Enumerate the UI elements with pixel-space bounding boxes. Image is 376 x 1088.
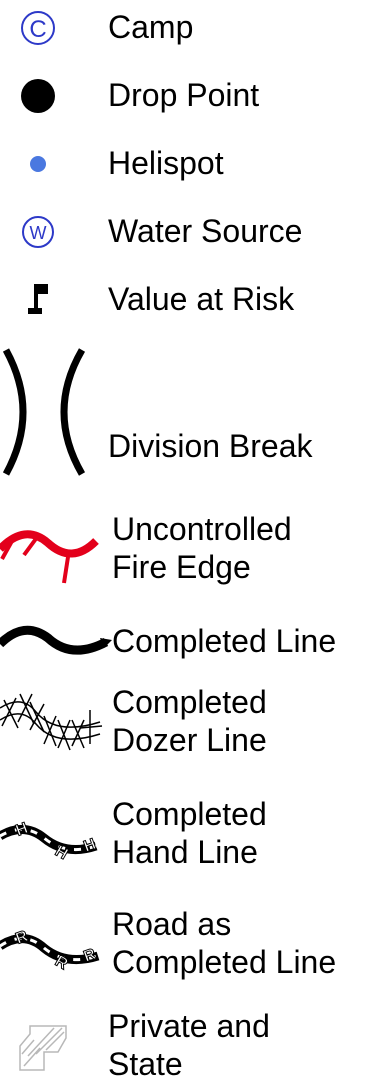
legend-item-helispot: Helispot — [0, 136, 376, 196]
legend-item-private-and-state: Private and State — [0, 1008, 376, 1088]
road-as-completed-line-icon: R R R — [0, 927, 100, 974]
legend-label-division-break: Division Break — [108, 428, 313, 464]
completed-line-icon — [0, 625, 112, 655]
value-at-risk-icon — [28, 284, 48, 314]
legend-item-water-source: W Water Source — [0, 204, 376, 264]
legend-label-private-and-state-line-1: Private and — [108, 1008, 270, 1044]
drop-point-icon — [21, 79, 55, 113]
legend-label-completed-hand-line-line-2: Hand Line — [112, 834, 258, 870]
legend-label-water-source: Water Source — [108, 213, 303, 249]
legend-label-road-as-completed-line-line-1: Road as — [112, 906, 232, 942]
completed-hand-line-icon: H H H — [0, 819, 99, 864]
camp-icon: C — [21, 11, 55, 45]
legend-item-completed-line: Completed Line — [0, 612, 376, 672]
legend-label-completed-line: Completed Line — [112, 623, 337, 659]
completed-dozer-line-icon — [0, 693, 103, 751]
legend-item-camp: C Camp — [0, 0, 376, 60]
private-and-state-icon — [19, 1025, 67, 1071]
svg-text:C: C — [29, 16, 46, 43]
water-source-icon: W — [22, 216, 54, 248]
legend-label-helispot: Helispot — [108, 145, 224, 181]
legend-item-value-at-risk: Value at Risk — [0, 272, 376, 332]
legend-label-uncontrolled-fire-edge-line-2: Fire Edge — [112, 549, 251, 585]
hand-line-glyph: H — [14, 820, 31, 840]
legend-item-division-break: Division Break — [0, 340, 376, 485]
helispot-icon — [30, 156, 46, 172]
legend-label-road-as-completed-line-line-2: Completed Line — [112, 944, 337, 980]
legend-item-completed-dozer-line: Completed Dozer Line — [0, 680, 376, 780]
uncontrolled-fire-edge-icon — [0, 530, 99, 584]
legend-label-completed-hand-line-line-1: Completed — [112, 796, 267, 832]
legend-label-private-and-state-line-2: State — [108, 1046, 183, 1082]
legend-item-completed-hand-line: H H H Completed Hand Line — [0, 790, 376, 890]
legend-item-road-as-completed-line: R R R Road as Completed Line — [0, 900, 376, 1000]
legend-label-value-at-risk: Value at Risk — [108, 281, 295, 317]
legend-item-uncontrolled-fire-edge: Uncontrolled Fire Edge — [0, 505, 376, 610]
legend-item-drop-point: Drop Point — [0, 68, 376, 128]
legend-label-uncontrolled-fire-edge-line-1: Uncontrolled — [112, 511, 292, 547]
division-break-icon — [2, 348, 86, 476]
legend-label-completed-dozer-line-line-1: Completed — [112, 684, 267, 720]
legend-label-camp: Camp — [108, 9, 194, 45]
legend-label-drop-point: Drop Point — [108, 77, 260, 113]
legend-label-completed-dozer-line-line-2: Dozer Line — [112, 722, 267, 758]
svg-text:W: W — [30, 223, 47, 243]
